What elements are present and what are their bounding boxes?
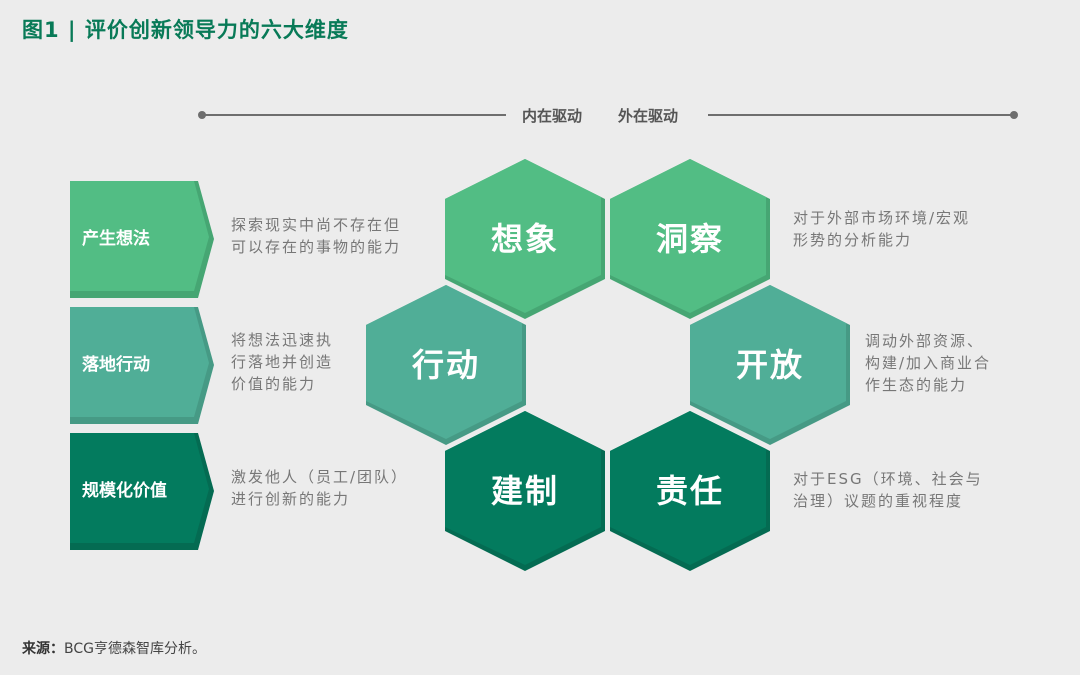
category-description-scale: 激发他人（员工/团队） 进行创新的能力 — [231, 468, 409, 508]
axis-label-internal: 内在驱动 — [522, 107, 583, 125]
axis-label-external: 外在驱动 — [618, 107, 679, 125]
hex-action: 行动 — [366, 285, 526, 445]
dimension-description-openness: 调动外部资源、 构建/加入商业合 作生态的能力 — [865, 332, 992, 394]
category-description-action: 将想法迅速执 行落地并创造 价值的能力 — [231, 331, 334, 393]
dimension-description-insight: 对于外部市场环境/宏观 形势的分析能力 — [793, 209, 971, 249]
hex-imagination: 想象 — [445, 159, 605, 319]
dimension-description-responsibility: 对于ESG（环境、社会与 治理）议题的重视程度 — [793, 470, 983, 510]
category-description-ideas: 探索现实中尚不存在但 可以存在的事物的能力 — [231, 216, 402, 256]
category-arrow-action: 落地行动 — [70, 307, 214, 424]
category-label: 产生想法 — [82, 229, 150, 249]
axis-right-endpoint — [1010, 111, 1018, 119]
hex-insight: 洞察 — [610, 159, 770, 319]
axis-right-line — [708, 114, 1014, 116]
hex-openness: 开放 — [690, 285, 850, 445]
category-label: 规模化价值 — [82, 481, 167, 501]
category-arrow-scale: 规模化价值 — [70, 433, 214, 550]
axis-left-line — [202, 114, 506, 116]
source-text: BCG亨德森智库分析。 — [64, 641, 206, 657]
category-arrow-ideas: 产生想法 — [70, 181, 214, 298]
category-label: 落地行动 — [82, 355, 150, 375]
source-label: 来源： — [22, 641, 64, 657]
source-note: 来源：BCG亨德森智库分析。 — [22, 638, 206, 658]
hex-institution: 建制 — [445, 411, 605, 571]
hex-responsibility: 责任 — [610, 411, 770, 571]
figure-title: 图1 | 评价创新领导力的六大维度 — [22, 18, 349, 42]
